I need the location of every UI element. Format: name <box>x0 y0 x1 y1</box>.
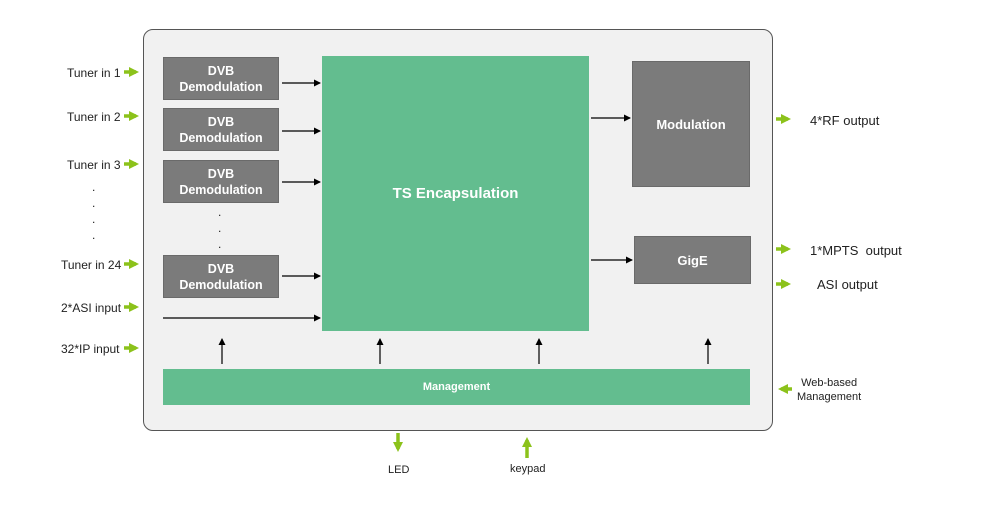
ellipsis-dot: . <box>92 180 96 194</box>
ellipsis-dot: . <box>92 212 96 226</box>
ellipsis-dot: . <box>218 237 222 251</box>
label-tuner-24: Tuner in 24 <box>61 258 122 272</box>
management-bar: Management <box>163 369 750 405</box>
ts-encapsulation-block: TS Encapsulation <box>322 56 589 331</box>
label-ip-input: 32*IP input <box>61 342 120 356</box>
label-tuner-2: Tuner in 2 <box>67 110 121 124</box>
label-tuner-3: Tuner in 3 <box>67 158 121 172</box>
tuner-ellipsis: . . . . <box>92 180 95 242</box>
label-led: LED <box>388 464 410 476</box>
dvb-ellipsis: . . . <box>218 205 221 251</box>
ellipsis-dot: . <box>92 196 96 210</box>
dvb-demod-block-24: DVB Demodulation <box>163 255 279 298</box>
gige-block: GigE <box>634 236 751 284</box>
ellipsis-dot: . <box>218 221 222 235</box>
label-web-management: Web-based Management <box>797 377 862 403</box>
dvb-demod-block-2: DVB Demodulation <box>163 108 279 151</box>
dvb-demod-block-1: DVB Demodulation <box>163 57 279 100</box>
ellipsis-dot: . <box>218 205 222 219</box>
label-mpts-output: 1*MPTS output <box>810 243 902 258</box>
dvb-demod-block-3: DVB Demodulation <box>163 160 279 203</box>
label-keypad: keypad <box>510 463 546 475</box>
label-asi-input: 2*ASI input <box>61 301 122 315</box>
ellipsis-dot: . <box>92 228 96 242</box>
label-rf-output: 4*RF output <box>810 113 880 128</box>
modulation-block: Modulation <box>632 61 750 187</box>
label-asi-output: ASI output <box>817 277 878 292</box>
label-tuner-1: Tuner in 1 <box>67 66 121 80</box>
